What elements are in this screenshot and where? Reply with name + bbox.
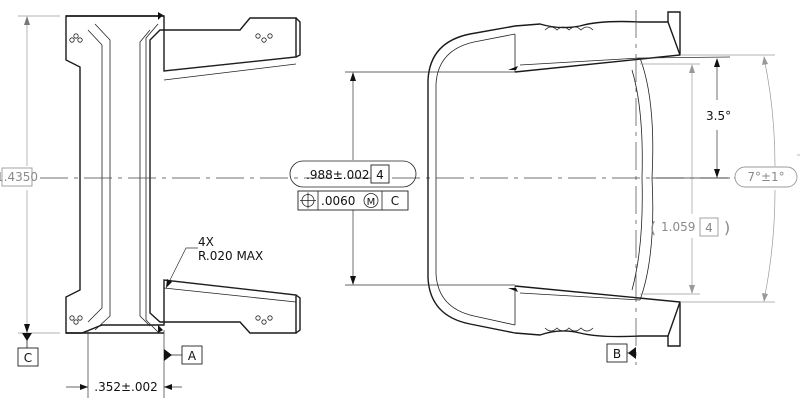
left-part-view bbox=[65, 12, 301, 334]
left-outline bbox=[65, 15, 297, 334]
fillet-leader bbox=[165, 247, 198, 289]
mmc-circle-icon bbox=[363, 193, 379, 208]
datum-a-box bbox=[181, 345, 203, 365]
bore-dimension bbox=[345, 71, 515, 286]
bore-flag-box bbox=[370, 164, 390, 184]
serration-marks bbox=[69, 33, 273, 325]
half-angle-text: 3.5° bbox=[706, 109, 731, 123]
bore-dim-text: .988±.002 bbox=[306, 168, 370, 182]
bore-flag-text: 4 bbox=[376, 168, 384, 182]
total-angle-dimension bbox=[680, 54, 776, 303]
position-modifier-text: M bbox=[367, 197, 376, 208]
ref-flag-box bbox=[699, 217, 719, 237]
overall-height-box bbox=[1, 167, 33, 187]
ref-flag-text: 4 bbox=[705, 221, 713, 235]
right-part-view bbox=[427, 11, 681, 347]
position-fcf bbox=[297, 190, 409, 211]
right-outer-curve bbox=[427, 25, 516, 334]
fillet-radius-text: R.020 MAX bbox=[198, 249, 263, 263]
ref-close-paren: ) bbox=[724, 218, 730, 237]
half-angle-dimension bbox=[639, 56, 731, 179]
width-dim-text: .352±.002 bbox=[94, 380, 158, 394]
ref-open-paren: ( bbox=[650, 218, 656, 237]
total-angle-text: 7°±1° bbox=[747, 170, 784, 184]
height-dimension bbox=[18, 15, 60, 334]
datum-c-box bbox=[17, 347, 39, 367]
fillet-count-text: 4X bbox=[198, 235, 214, 249]
ref-dim-text: 1.059 bbox=[661, 220, 695, 234]
datum-b-box bbox=[606, 343, 628, 363]
overall-height-text: 1.4350 bbox=[0, 170, 38, 184]
ref-dimension bbox=[640, 63, 700, 295]
bore-callout-frame bbox=[289, 160, 417, 188]
left-inner-edge-1 bbox=[87, 29, 103, 323]
position-tol-text: .0060 bbox=[321, 194, 355, 208]
left-inner-edge-2 bbox=[139, 29, 151, 327]
datum-a-label: A bbox=[188, 349, 197, 363]
datum-c-label: C bbox=[24, 351, 32, 365]
position-datum-text: C bbox=[391, 194, 399, 208]
datum-b-label: B bbox=[613, 347, 621, 361]
total-angle-frame bbox=[734, 166, 798, 188]
width-dimension bbox=[66, 330, 182, 398]
